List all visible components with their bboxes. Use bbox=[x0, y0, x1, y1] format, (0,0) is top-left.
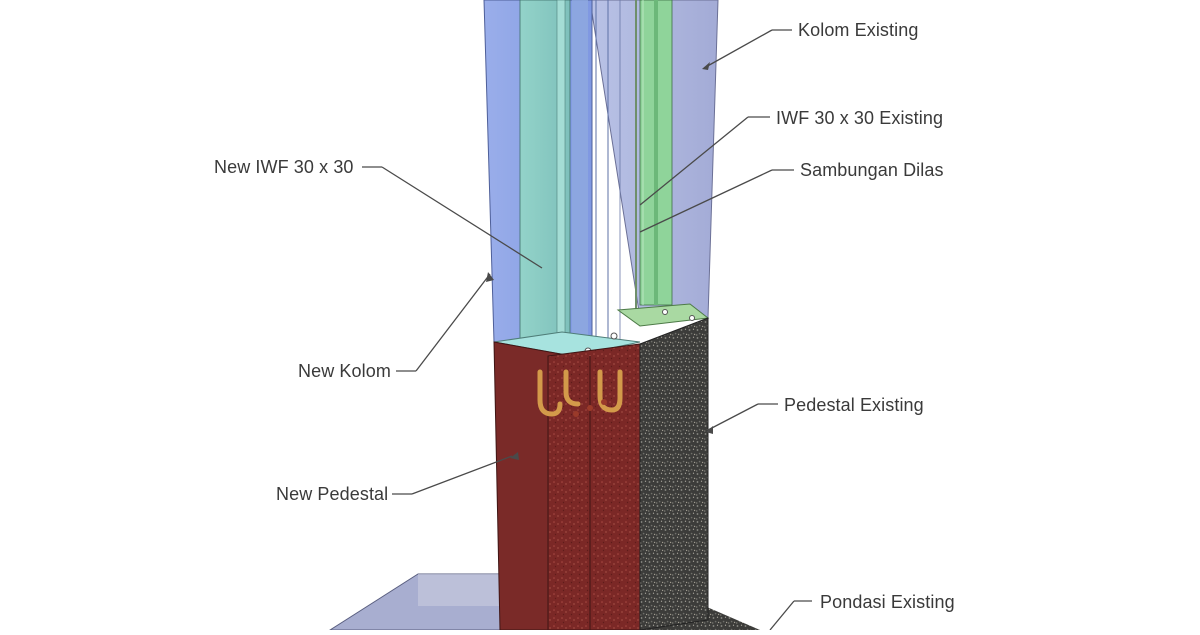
rebars bbox=[537, 369, 623, 417]
label-new-pedestal: New Pedestal bbox=[276, 484, 389, 504]
iwf-existing bbox=[639, 0, 673, 306]
pedestal-existing bbox=[639, 317, 709, 631]
label-kolom-existing: Kolom Existing bbox=[798, 20, 919, 40]
label-sambungan-dilas: Sambungan Dilas bbox=[800, 160, 944, 180]
label-new-kolom: New Kolom bbox=[298, 361, 391, 381]
label-pedestal-existing: Pedestal Existing bbox=[784, 395, 924, 415]
leader-lines bbox=[362, 29, 812, 631]
label-iwf-existing: IWF 30 x 30 Existing bbox=[776, 108, 944, 128]
leader-arrowheads bbox=[486, 62, 713, 460]
label-new-iwf: New IWF 30 x 30 bbox=[214, 157, 354, 177]
rebar-ends bbox=[573, 399, 607, 417]
label-pondasi-existing: Pondasi Existing bbox=[820, 592, 955, 612]
new-iwf bbox=[519, 0, 621, 345]
